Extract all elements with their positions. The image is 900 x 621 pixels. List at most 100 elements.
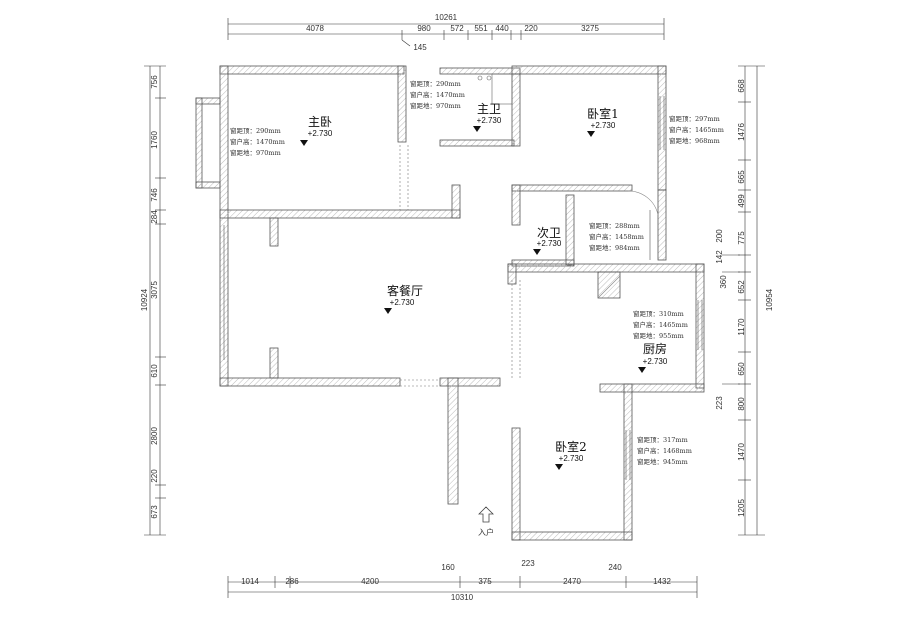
dim-right-seg-4: 775 — [737, 231, 746, 245]
room-name: 卧室1 — [587, 106, 619, 121]
door-swings — [597, 190, 659, 299]
dim-left-seg-6: 2800 — [150, 427, 159, 445]
note-line: 窗距地：945mm — [637, 457, 688, 466]
dim-left-seg-0: 756 — [150, 75, 159, 89]
note-line: 窗户高：1468mm — [637, 446, 692, 455]
dim-right-seg-8: 800 — [737, 397, 746, 411]
dim-bottom-small-0: 160 — [441, 563, 455, 572]
note-bedroom1: 窗距顶：297mm 窗户高：1465mm 窗距地：968mm — [669, 114, 724, 145]
note-bedroom2: 窗距顶：317mm 窗户高：1468mm 窗距地：945mm — [637, 435, 692, 466]
dim-left-seg-2: 746 — [150, 188, 159, 202]
dim-right-seg-7: 650 — [737, 362, 746, 376]
bottom-dimension-lines — [227, 576, 698, 598]
bath-fixtures — [477, 73, 513, 105]
walls — [195, 65, 705, 541]
dim-top-seg-0: 4078 — [306, 24, 324, 33]
dim-left-seg-4: 3075 — [150, 281, 159, 299]
level-marker-icon — [384, 308, 392, 314]
dim-top-small: 145 — [413, 43, 427, 52]
note-line: 窗距顶：297mm — [669, 114, 720, 123]
note-line: 窗距地：970mm — [410, 101, 461, 110]
dim-right-seg-3: 499 — [737, 194, 746, 208]
room-master-bedroom: 主卧 +2.730 — [300, 115, 333, 146]
room-name: 主卫 — [477, 102, 501, 116]
top-dimension-lines — [227, 18, 665, 47]
room-bedroom2: 卧室2 +2.730 — [555, 439, 587, 470]
note-line: 窗户高：1465mm — [669, 125, 724, 134]
room-name: 主卧 — [308, 115, 332, 129]
room-level: +2.730 — [591, 121, 616, 130]
dim-right-inner-0: 200 — [715, 229, 724, 243]
note-kitchen: 窗距顶：310mm 窗户高：1465mm 窗距地：955mm — [633, 309, 688, 340]
note-line: 窗距地：968mm — [669, 136, 720, 145]
note-line: 窗户高：1470mm — [410, 90, 465, 99]
room-master-bath: 主卫 +2.730 — [473, 102, 502, 132]
level-marker-icon — [533, 249, 541, 255]
note-line: 窗距地：984mm — [589, 243, 640, 252]
dim-right-inner-3: 223 — [715, 396, 724, 410]
note-line: 窗距地：955mm — [633, 331, 684, 340]
dim-right-seg-9: 1470 — [737, 443, 746, 461]
dim-bottom-seg-5: 1432 — [653, 577, 671, 586]
dim-top-seg-5: 220 — [524, 24, 538, 33]
dim-right-seg-6: 1170 — [737, 318, 746, 336]
dim-bottom-seg-3: 375 — [478, 577, 492, 586]
dim-bottom-seg-2: 4200 — [361, 577, 379, 586]
room-level: +2.730 — [643, 357, 668, 366]
dim-bottom-total: 10310 — [451, 593, 474, 602]
windows — [223, 96, 703, 480]
note-line: 窗距顶：290mm — [230, 126, 281, 135]
dim-left-total: 10924 — [140, 288, 149, 311]
room-level: +2.730 — [390, 298, 415, 307]
level-marker-icon — [555, 464, 563, 470]
room-name: 客餐厅 — [387, 283, 423, 298]
note-master-bath: 窗距顶：290mm 窗户高：1470mm 窗距地：970mm — [410, 79, 465, 110]
dim-bottom-seg-0: 1014 — [241, 577, 259, 586]
note-line: 窗户高：1470mm — [230, 137, 285, 146]
dim-right-seg-10: 1205 — [737, 499, 746, 517]
dim-left-seg-3: 284 — [150, 210, 159, 224]
room-level: +2.730 — [477, 116, 502, 125]
dim-top-seg-4: 440 — [495, 24, 509, 33]
note-line: 窗距地：970mm — [230, 148, 281, 157]
dim-bottom-seg-4: 2470 — [563, 577, 581, 586]
left-dimension-lines — [144, 65, 166, 536]
openings — [399, 145, 521, 387]
level-marker-icon — [300, 140, 308, 146]
note-line: 窗距顶：310mm — [633, 309, 684, 318]
room-name: 次卫 — [537, 226, 561, 240]
room-level: +2.730 — [537, 239, 562, 248]
note-line: 窗距顶：290mm — [410, 79, 461, 88]
room-level: +2.730 — [308, 129, 333, 138]
dim-top-seg-3: 551 — [474, 24, 488, 33]
dim-top-seg-2: 572 — [450, 24, 464, 33]
dim-right-seg-2: 665 — [737, 170, 746, 184]
note-line: 窗户高：1465mm — [633, 320, 688, 329]
dim-bottom-small-1: 223 — [521, 559, 535, 568]
dim-top-seg-6: 3275 — [581, 24, 599, 33]
dim-top-seg-1: 980 — [417, 24, 431, 33]
dim-left-seg-1: 1760 — [150, 131, 159, 149]
dim-bottom-small-2: 240 — [608, 563, 622, 572]
note-line: 窗户高：1458mm — [589, 232, 644, 241]
entry-label: 入户 — [478, 527, 494, 537]
room-kitchen: 厨房 +2.730 — [638, 341, 668, 373]
room-name: 卧室2 — [555, 439, 587, 454]
level-marker-icon — [587, 131, 595, 137]
dim-right-seg-1: 1476 — [737, 123, 746, 141]
dim-right-seg-5: 652 — [737, 280, 746, 294]
note-line: 窗距顶：288mm — [589, 221, 640, 230]
entry-arrow-icon — [478, 506, 494, 523]
dim-right-inner-1: 142 — [715, 250, 724, 264]
level-marker-icon — [638, 367, 646, 373]
dim-left-seg-5: 610 — [150, 364, 159, 378]
dim-left-seg-8: 673 — [150, 505, 159, 519]
room-bedroom1: 卧室1 +2.730 — [587, 106, 619, 137]
dim-right-total: 10954 — [765, 288, 774, 311]
level-marker-icon — [473, 126, 481, 132]
dim-left-seg-7: 220 — [150, 469, 159, 483]
room-living-dining: 客餐厅 +2.730 — [384, 283, 423, 314]
dim-right-seg-0: 668 — [737, 79, 746, 93]
dim-right-inner-2: 360 — [719, 275, 728, 289]
